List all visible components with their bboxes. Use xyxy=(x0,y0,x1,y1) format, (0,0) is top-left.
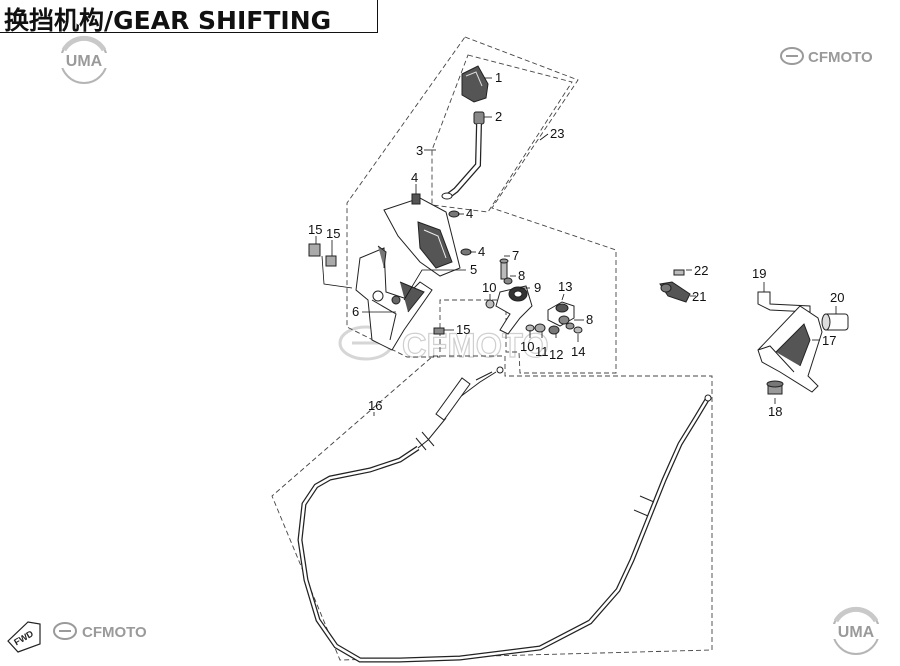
shift-lever-rod-3 xyxy=(446,123,482,199)
callout-6: 6 xyxy=(352,304,359,319)
pin-7 xyxy=(500,260,508,280)
callout-1: 1 xyxy=(495,70,502,85)
shift-cable-16 xyxy=(297,366,712,663)
callout-5: 5 xyxy=(470,262,477,277)
callout-4-low: 4 xyxy=(478,244,485,259)
cfmoto-logo-top: CFMOTO xyxy=(780,47,873,66)
uma-logo-bottom-text: UMA xyxy=(838,624,875,641)
callout-2: 2 xyxy=(495,109,502,124)
callout-13: 13 xyxy=(558,279,572,294)
callout-21: 21 xyxy=(692,289,706,304)
callout-9: 9 xyxy=(534,280,541,295)
shift-shaft-group xyxy=(485,258,583,335)
fwd-arrow-icon: FWD xyxy=(7,621,41,653)
shift-knob-1 xyxy=(461,65,489,103)
callout-labels: 1 2 3 4 4 4 5 6 7 8 8 9 10 10 11 12 13 1… xyxy=(308,70,844,419)
bolt-4-low xyxy=(460,248,472,256)
assembly-23-outline xyxy=(346,36,617,374)
cfmoto-logo-bottom: CFMOTO xyxy=(53,622,147,641)
assembly-outlines xyxy=(271,36,713,661)
callout-17: 17 xyxy=(822,333,836,348)
bolt-15-b xyxy=(325,255,337,267)
cfmoto-watermark-text: CFMOTO xyxy=(402,327,549,365)
callout-8-top: 8 xyxy=(518,268,525,283)
washer-11 xyxy=(534,323,546,333)
callout-3: 3 xyxy=(416,143,423,158)
bolt-19 xyxy=(757,291,811,313)
uma-logo-bottom: UMA xyxy=(827,606,885,655)
uma-logo-top-text: UMA xyxy=(66,53,103,70)
cable-16-outline xyxy=(271,355,713,661)
callout-8-bottom: 8 xyxy=(586,312,593,327)
bolt-22 xyxy=(673,269,685,276)
callout-18: 18 xyxy=(768,404,782,419)
title-box: 换挡机构/GEAR SHIFTING xyxy=(0,0,378,35)
callout-19: 19 xyxy=(752,266,766,281)
bolt-4-top xyxy=(411,193,421,205)
nut-14 xyxy=(573,326,583,334)
callout-22: 22 xyxy=(694,263,708,278)
callout-10-bottom: 10 xyxy=(520,339,534,354)
callout-11: 11 xyxy=(535,344,549,359)
washer-8-top xyxy=(503,277,513,285)
leader-lines xyxy=(315,77,837,416)
uma-logo-top: UMA xyxy=(55,35,113,84)
callout-4-top: 4 xyxy=(411,170,418,185)
lever-assembly-outline xyxy=(431,54,573,213)
callout-16: 16 xyxy=(368,398,382,413)
cable-cylinder xyxy=(435,371,493,421)
linkage-group xyxy=(659,269,849,395)
callout-15-c: 15 xyxy=(456,322,470,337)
callout-14: 14 xyxy=(571,344,585,359)
callout-10-top: 10 xyxy=(482,280,496,295)
shift-lever-group xyxy=(441,65,489,200)
callout-23: 23 xyxy=(550,126,564,141)
callout-20: 20 xyxy=(830,290,844,305)
callout-4-mid: 4 xyxy=(466,206,473,221)
cfmoto-logo-bottom-text: CFMOTO xyxy=(82,624,147,641)
callout-7: 7 xyxy=(512,248,519,263)
bolt-4-mid xyxy=(448,210,460,218)
nut-12 xyxy=(548,325,560,335)
shift-bracket-group xyxy=(355,197,461,351)
bolt-15-c xyxy=(433,327,445,335)
bolt-15-a xyxy=(308,243,321,257)
lever-collar-2 xyxy=(473,111,485,125)
small-fasteners xyxy=(308,193,472,335)
callout-12: 12 xyxy=(549,347,563,362)
cfmoto-watermark: CFMOTO xyxy=(338,325,549,366)
cfmoto-logo-top-text: CFMOTO xyxy=(808,49,873,66)
callout-15-a: 15 xyxy=(308,222,322,237)
washer-8-bottom xyxy=(565,322,575,330)
callout-15-b: 15 xyxy=(326,226,340,241)
bushing-10 xyxy=(485,299,495,309)
page-title: 换挡机构/GEAR SHIFTING xyxy=(4,6,332,35)
